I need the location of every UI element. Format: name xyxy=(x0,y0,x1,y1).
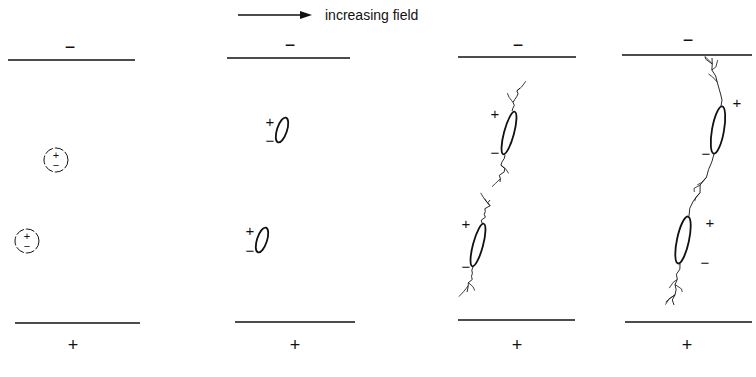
electrode-plate xyxy=(227,57,350,59)
electrode-plate xyxy=(15,322,140,324)
arrow-shaft xyxy=(238,14,308,15)
streamer-branch xyxy=(705,57,712,65)
streamer-branch xyxy=(694,185,700,192)
charge-sign: + xyxy=(68,336,79,354)
streamer-branch xyxy=(517,81,526,91)
streamer-branch xyxy=(675,285,682,292)
charge-sign: + xyxy=(462,216,471,231)
streamer-branch xyxy=(666,295,675,302)
charge-sign: − xyxy=(513,36,524,54)
charge-sign: + xyxy=(512,336,523,354)
elongated-drop xyxy=(467,222,488,267)
charge-sign: + xyxy=(246,223,255,238)
charge-sign: − xyxy=(285,36,296,54)
streamer-branch xyxy=(501,165,509,173)
charge-sign: + xyxy=(733,95,742,110)
charge-sign: − xyxy=(683,31,694,49)
streamer-branch xyxy=(468,283,474,291)
electrode-plate xyxy=(622,54,752,56)
charge-sign: − xyxy=(491,145,500,160)
streamer-branch xyxy=(695,193,700,201)
elongated-drop xyxy=(672,215,694,264)
charge-sign: + xyxy=(706,215,715,230)
charge-sign: − xyxy=(24,241,30,251)
particle-circle xyxy=(15,229,39,253)
streamer-branch xyxy=(665,295,675,305)
streamer-branch xyxy=(485,199,490,206)
streamer xyxy=(499,155,505,182)
charge-sign: − xyxy=(53,160,59,170)
streamer xyxy=(481,200,490,223)
charge-sign: + xyxy=(682,336,693,354)
streamer-branch xyxy=(709,74,718,82)
streamer-branch xyxy=(705,57,712,64)
charge-sign: − xyxy=(246,243,255,258)
charge-sign: + xyxy=(491,106,500,121)
charge-sign: − xyxy=(701,255,710,270)
charge-sign: − xyxy=(462,259,471,274)
streamer-branch xyxy=(712,60,718,70)
charge-sign: + xyxy=(24,231,30,241)
charge-sign: + xyxy=(53,150,59,160)
arrow-head xyxy=(300,11,312,19)
streamer-branch xyxy=(507,93,513,102)
elongated-drop xyxy=(273,116,291,144)
electrode-plate xyxy=(458,56,576,58)
charge-sign: + xyxy=(266,114,275,129)
streamer xyxy=(689,154,714,216)
streamer-branch xyxy=(492,179,500,187)
electrode-plate xyxy=(458,319,575,321)
elongated-drop xyxy=(498,110,519,155)
charge-sign: + xyxy=(290,336,301,354)
electrode-plate xyxy=(625,321,752,323)
charge-sign: − xyxy=(65,38,76,56)
electrode-plate xyxy=(235,321,355,323)
streamer xyxy=(672,264,680,305)
streamer-branch xyxy=(669,279,677,288)
streamer-branch xyxy=(459,286,468,297)
charge-sign: − xyxy=(266,133,275,148)
charged-particle: +− xyxy=(43,147,69,173)
particle-circle xyxy=(44,148,68,172)
elongated-drop xyxy=(253,226,271,254)
electrode-plate xyxy=(8,59,135,61)
streamer-branch xyxy=(697,177,706,185)
charged-particle: +− xyxy=(14,228,40,254)
charge-sign: − xyxy=(702,146,711,161)
elongated-drop xyxy=(708,105,728,154)
field-caption: increasing field xyxy=(325,8,418,22)
streamer xyxy=(512,88,520,111)
